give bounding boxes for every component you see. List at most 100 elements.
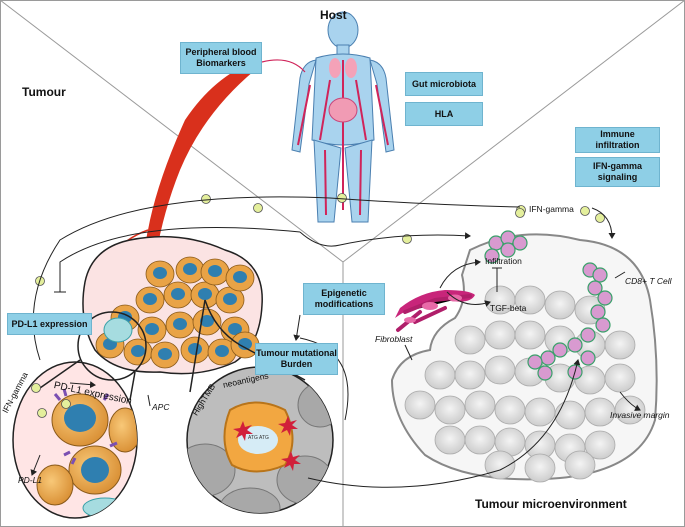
tissue-cell — [484, 355, 516, 385]
ifn-signaling-box: IFN-gamma signaling — [575, 157, 660, 187]
tissue-cell — [514, 320, 546, 350]
tissue-cell — [484, 450, 516, 480]
tissue-cell — [424, 360, 456, 390]
tumour-cell-nucleus — [233, 271, 247, 283]
tissue-cell — [454, 325, 486, 355]
t-cell — [552, 342, 568, 358]
tumour-cell-nucleus — [131, 345, 145, 357]
tumour-cell-nucleus — [215, 345, 229, 357]
t-cell — [597, 290, 613, 306]
peripheral-blood-line2: Biomarkers — [196, 58, 246, 68]
invasive-margin-label: Invasive margin — [610, 410, 670, 420]
t-cell — [580, 350, 596, 366]
immune-infiltration-line1: Immune — [600, 129, 635, 139]
t-cell — [587, 280, 603, 296]
t-cell — [500, 242, 516, 258]
peripheral-blood-box: Peripheral blood Biomarkers — [180, 42, 262, 74]
t-cell — [567, 337, 583, 353]
t-cell — [512, 235, 528, 251]
ifn-gamma-dot — [61, 399, 71, 409]
tissue-cell — [514, 285, 546, 315]
region-label-host: Host — [320, 8, 347, 22]
tissue-cell — [454, 360, 486, 390]
tissue-cell — [524, 397, 556, 427]
hla-box: HLA — [405, 102, 483, 126]
human-body-illustration — [291, 11, 395, 223]
tissue-cell — [404, 390, 436, 420]
tissue-cell — [484, 320, 516, 350]
infiltration-label: Infiltration — [485, 256, 522, 266]
tissue-cell — [494, 395, 526, 425]
tumour-cell-nucleus — [228, 323, 242, 335]
immune-infiltration-box: Immune infiltration — [575, 127, 660, 153]
epigenetic-modifications-box: Epigenetic modifications — [303, 283, 385, 315]
pdl1-label: PD-L1 — [18, 475, 43, 485]
ifn-gamma-dot — [253, 203, 263, 213]
tissue-cell — [614, 395, 646, 425]
ifn-gamma-dot — [201, 194, 211, 204]
tumour-cell-nucleus — [200, 315, 214, 327]
dna-sequence-label: ATG ATG — [248, 435, 269, 441]
ifn-gamma-dot — [337, 193, 347, 203]
ifn-gamma-dot — [595, 213, 605, 223]
immune-infiltration-line2: infiltration — [595, 140, 640, 150]
cd8-t-cell-label: CD8+ T Cell — [625, 276, 672, 286]
tumour-cell-nucleus — [153, 267, 167, 279]
tissue-cell — [584, 430, 616, 460]
ifn-gamma-right-label: IFN-gamma — [529, 204, 574, 214]
tumour-cell-nucleus — [208, 265, 222, 277]
tissue-cell — [464, 425, 496, 455]
ifn-signaling-line1: IFN-gamma — [592, 161, 642, 171]
tumour-cell-nucleus — [145, 323, 159, 335]
t-cell — [592, 267, 608, 283]
tumour-cell-nucleus — [143, 293, 157, 305]
region-label-microenvironment: Tumour microenvironment — [475, 497, 627, 511]
tumour-cell-nucleus — [158, 348, 172, 360]
tumour-mass — [82, 235, 263, 375]
t-cell — [484, 248, 500, 264]
pdl1-inset — [12, 361, 138, 519]
tissue-cell — [564, 450, 596, 480]
epigenetic-line2: modifications — [314, 299, 374, 309]
fibroblast-label: Fibroblast — [375, 334, 413, 344]
tissue-cell — [544, 290, 576, 320]
tissue-cell — [434, 425, 466, 455]
tmb-line1: Tumour mutational — [256, 348, 337, 358]
epigenetic-line1: Epigenetic — [321, 288, 367, 298]
pdl1-expression-box: PD-L1 expression — [7, 313, 92, 335]
arrows — [30, 196, 641, 488]
ifn-gamma-dot — [580, 206, 590, 216]
tumour-cell-nucleus — [188, 343, 202, 355]
tissue-cell — [604, 330, 636, 360]
tumour-cell-nucleus — [171, 288, 185, 300]
ifn-gamma-dot — [31, 383, 41, 393]
t-cell — [580, 327, 596, 343]
tumour-cell-nucleus — [183, 263, 197, 275]
tmb-inset — [186, 366, 334, 514]
apc-label: APC — [152, 402, 170, 412]
tissue-cell — [604, 363, 636, 393]
ifn-gamma-dot — [402, 234, 412, 244]
tumour-cell-nucleus — [238, 338, 252, 350]
tissue-cell — [554, 400, 586, 430]
tgf-beta-label: TGF-beta — [490, 303, 527, 313]
tmb-line2: Burden — [280, 359, 313, 369]
peripheral-blood-line1: Peripheral blood — [185, 47, 257, 57]
tumour-cell-nucleus — [223, 293, 237, 305]
ifn-gamma-dot — [37, 408, 47, 418]
tissue-cell — [524, 453, 556, 483]
tissue-cell — [464, 390, 496, 420]
apc-cell — [103, 317, 133, 343]
t-cell — [527, 354, 543, 370]
t-cell — [595, 317, 611, 333]
zoom-lines — [39, 299, 306, 401]
tumour-cell-nucleus — [173, 318, 187, 330]
tumour-mutational-burden-box: Tumour mutational Burden — [255, 343, 338, 375]
t-cell — [540, 350, 556, 366]
ifn-gamma-dot — [515, 208, 525, 218]
tumour-cell-nucleus — [198, 288, 212, 300]
microenvironment-tissue — [390, 233, 658, 483]
region-label-tumour: Tumour — [22, 85, 66, 99]
